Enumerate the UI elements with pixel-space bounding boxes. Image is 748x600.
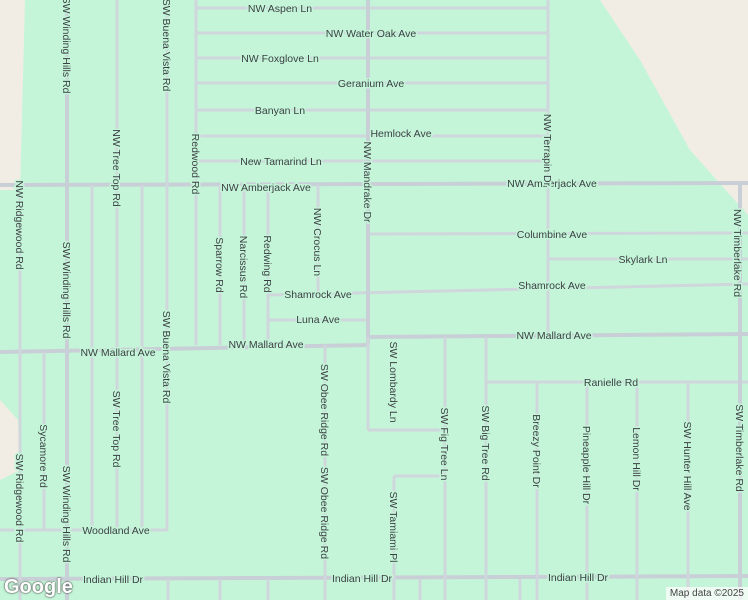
road-label: SW Fig Tree Ln (438, 408, 450, 481)
road-label: Woodland Ave (82, 525, 149, 537)
road-label: SW Winding Hills Rd (60, 0, 72, 94)
road-label: New Tamarind Ln (240, 156, 322, 168)
road-label: Narcissus Rd (237, 236, 249, 299)
road-label: Geranium Ave (338, 78, 405, 90)
road-label: SW Obee Ridge Rd (318, 364, 330, 456)
road-label: Shamrock Ave (518, 280, 586, 292)
road-label: NW Timberlake Rd (731, 209, 743, 297)
street-labels: NW Aspen Ln NW Water Oak Ave NW Foxglove… (12, 0, 747, 588)
road-label: NW Mallard Ave (228, 339, 303, 351)
road-label: NW Ridgewood Rd (13, 180, 25, 269)
road-label: SW Buena Vista Rd (160, 0, 172, 91)
road-label: NW Foxglove Ln (241, 53, 319, 65)
road-label: Columbine Ave (517, 229, 588, 241)
road-label: SW Tamiami Pl (387, 492, 399, 563)
road-label: SW Timberlake Rd (733, 404, 745, 492)
road-label: SW Obee Ridge Rd (318, 467, 330, 559)
road-label: NW Mandrake Dr (361, 141, 373, 223)
road-label: Redwing Rd (261, 235, 273, 292)
road-label: Indian Hill Dr (332, 573, 393, 585)
google-logo: Google (4, 576, 73, 598)
road-label: NW Amberjack Ave (221, 182, 311, 194)
road-label: NW Aspen Ln (248, 3, 312, 15)
road-label: Indian Hill Dr (548, 572, 609, 584)
road-label: Pineapple Hill Dr (580, 426, 592, 505)
road-label: Sycamore Rd (37, 424, 49, 488)
road-label: NW Water Oak Ave (326, 28, 417, 40)
road-label: NW Mallard Ave (80, 347, 155, 359)
road-label: Lemon Hill Dr (630, 427, 642, 491)
road-label: Hemlock Ave (370, 128, 431, 140)
road-label: Redwood Rd (189, 134, 201, 195)
road-label: NW Tree Top Rd (110, 129, 122, 207)
road-label: NW Mallard Ave (516, 330, 591, 342)
road-label: Breezy Point Dr (530, 414, 542, 488)
road-label: NW Terrapin Dr (541, 114, 553, 187)
road-label: Skylark Ln (618, 254, 667, 266)
road-label: Banyan Ln (255, 105, 305, 117)
road-label: SW Lombardy Ln (387, 341, 399, 422)
road-label: Indian Hill Dr (83, 574, 144, 586)
road-label: Sparrow Rd (213, 237, 225, 293)
road-label: SW Ridgewood Rd (13, 454, 25, 543)
road-label: Luna Ave (296, 314, 340, 326)
road-label: NW Amberjack Ave (507, 178, 597, 190)
road-label: SW Tree Top Rd (110, 391, 122, 468)
road-label: NW Crocus Ln (311, 208, 323, 276)
road-label: Shamrock Ave (284, 289, 352, 301)
road-label: SW Winding Hills Rd (60, 242, 72, 339)
road-label: Ranielle Rd (584, 377, 638, 389)
road-label: SW Hunter Hill Ave (681, 421, 693, 510)
road-label: SW Winding Hills Rd (60, 466, 72, 563)
map-attribution[interactable]: Map data ©2025 (665, 587, 748, 600)
road-label: SW Buena Vista Rd (160, 311, 172, 404)
road-label: SW Big Tree Rd (479, 405, 491, 480)
